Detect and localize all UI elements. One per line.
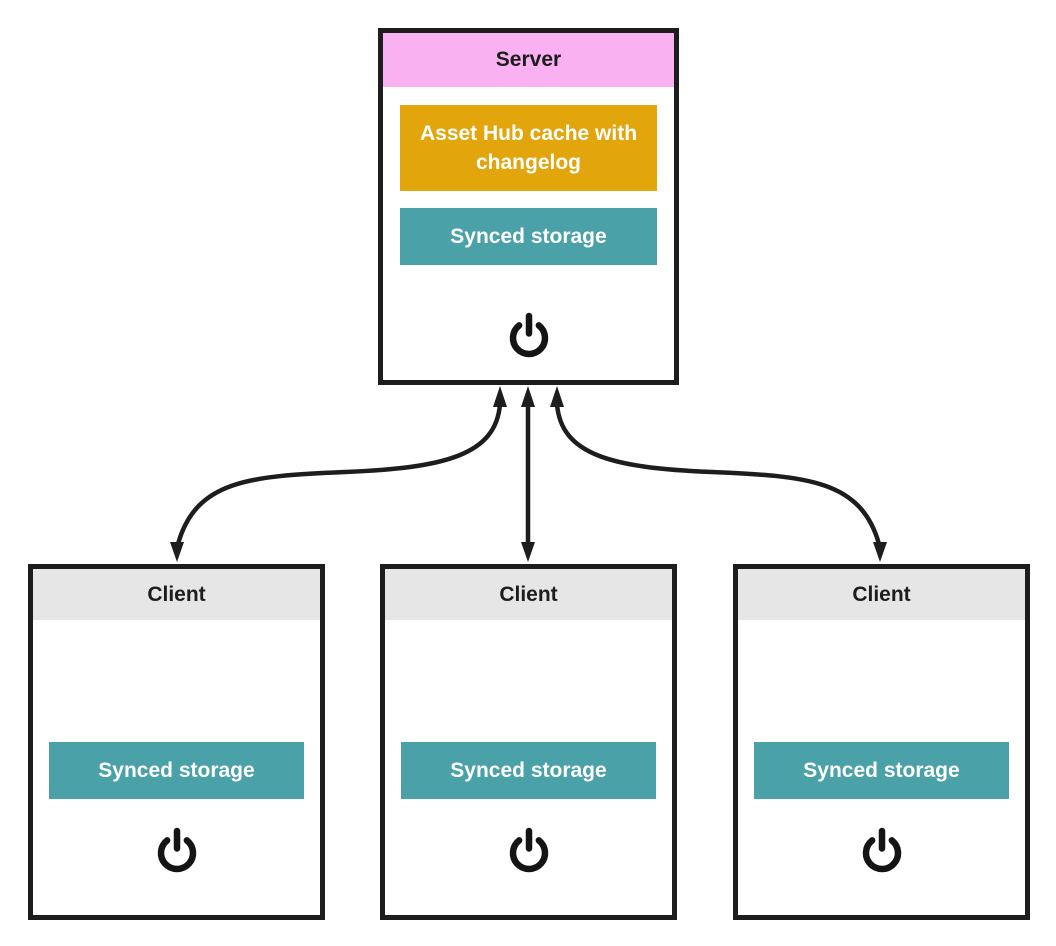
power-icon — [509, 312, 548, 358]
asset-hub-cache-component: Asset Hub cache with changelog — [400, 105, 657, 191]
client-title: Client — [499, 582, 558, 606]
arrowhead-up-right — [550, 386, 564, 407]
client-synced-storage-label: Synced storage — [98, 759, 255, 782]
power-icon — [862, 827, 901, 873]
server-title: Server — [495, 48, 562, 71]
power-icon — [157, 827, 196, 873]
server-node: Server Asset Hub cache with changelog Sy… — [378, 28, 679, 385]
client-header: Client — [385, 569, 672, 620]
client-header: Client — [738, 569, 1025, 620]
client-title: Client — [147, 582, 206, 606]
asset-hub-cache-label: Asset Hub cache with changelog — [419, 122, 638, 174]
server-synced-storage-component: Synced storage — [400, 208, 657, 265]
arrowhead-up-middle — [521, 386, 535, 407]
client-synced-storage-label: Synced storage — [450, 759, 607, 782]
client-header: Client — [33, 569, 320, 620]
client-icon-row — [738, 823, 1025, 878]
server-icon-row — [400, 308, 657, 363]
client-synced-storage-component: Synced storage — [401, 742, 656, 799]
arrowhead-up-left — [493, 386, 507, 407]
arrowhead-down-left — [170, 542, 184, 562]
client-node: Client Synced storage — [733, 564, 1030, 920]
client-node: Client Synced storage — [28, 564, 325, 920]
server-synced-storage-label: Synced storage — [450, 225, 607, 248]
server-header: Server — [383, 33, 674, 87]
server-content: Asset Hub cache with changelog Synced st… — [383, 87, 674, 363]
client-icon-row — [385, 823, 672, 878]
client-icon-row — [33, 823, 320, 878]
arrowhead-down-middle — [521, 542, 535, 562]
client-synced-storage-component: Synced storage — [49, 742, 304, 799]
arrow-server-client-left — [175, 403, 503, 545]
client-synced-storage-component: Synced storage — [754, 742, 1009, 799]
power-icon — [509, 827, 548, 873]
client-node: Client Synced storage — [380, 564, 677, 920]
arrowhead-down-right — [873, 542, 887, 562]
client-title: Client — [852, 582, 911, 606]
arrow-server-client-right — [554, 403, 882, 545]
client-synced-storage-label: Synced storage — [803, 759, 960, 782]
